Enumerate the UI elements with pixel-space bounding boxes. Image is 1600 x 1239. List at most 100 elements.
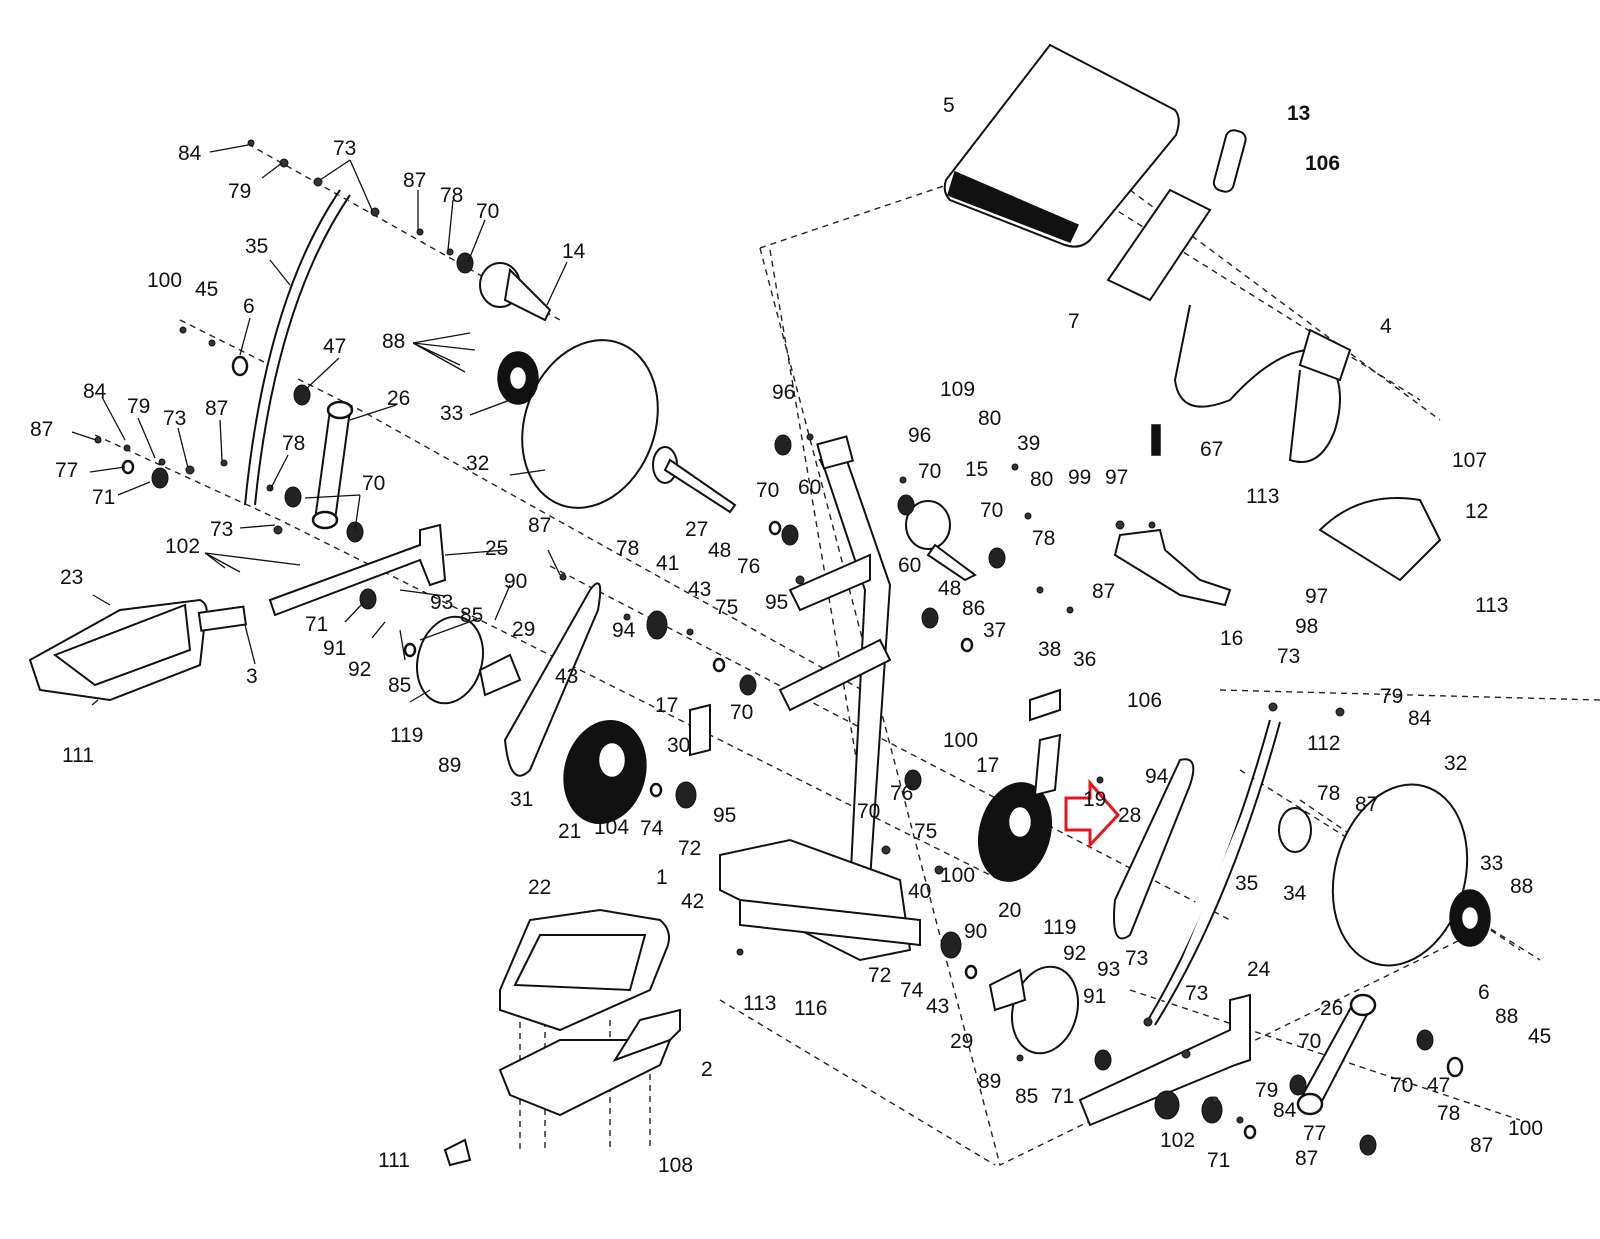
part-29-left-bracket[interactable] — [478, 653, 522, 697]
label-74[interactable]: 74 — [640, 817, 664, 840]
label-94[interactable]: 94 — [612, 619, 636, 642]
part-111-end-cap[interactable] — [443, 1138, 472, 1167]
part-17-left-bracket[interactable] — [689, 703, 711, 757]
label-95[interactable]: 95 — [765, 591, 788, 614]
part-4-handlebar[interactable] — [1173, 304, 1352, 463]
label-87[interactable]: 87 — [1470, 1134, 1493, 1157]
label-100[interactable]: 100 — [940, 864, 975, 887]
label-71[interactable]: 71 — [305, 613, 328, 636]
label-70[interactable]: 70 — [756, 479, 779, 502]
label-70[interactable]: 70 — [1390, 1074, 1413, 1097]
label-26[interactable]: 26 — [1320, 997, 1343, 1020]
label-21[interactable]: 21 — [558, 820, 581, 843]
part-14-pulley[interactable] — [479, 262, 552, 322]
label-60[interactable]: 60 — [898, 554, 921, 577]
label-70[interactable]: 70 — [476, 200, 499, 223]
label-96[interactable]: 96 — [772, 381, 795, 404]
label-35[interactable]: 35 — [1235, 872, 1258, 895]
label-80[interactable]: 80 — [978, 407, 1001, 430]
label-93[interactable]: 93 — [430, 591, 453, 614]
label-84[interactable]: 84 — [1273, 1099, 1297, 1122]
label-6[interactable]: 6 — [243, 295, 255, 318]
label-45[interactable]: 45 — [1528, 1025, 1551, 1048]
label-97[interactable]: 97 — [1305, 585, 1328, 608]
label-5[interactable]: 5 — [943, 94, 955, 117]
label-34[interactable]: 34 — [1283, 882, 1307, 905]
part-25-left-pedal-arm[interactable] — [268, 523, 447, 617]
label-24[interactable]: 24 — [1247, 958, 1271, 981]
label-75[interactable]: 75 — [715, 596, 738, 619]
part-17-right-bracket[interactable] — [1033, 733, 1062, 797]
label-78[interactable]: 78 — [616, 537, 639, 560]
part-26-left-link[interactable] — [311, 400, 354, 530]
label-33[interactable]: 33 — [440, 402, 463, 425]
label-84[interactable]: 84 — [83, 380, 107, 403]
label-77[interactable]: 77 — [1303, 1122, 1326, 1145]
part-24-right-pedal-arm[interactable] — [1078, 993, 1251, 1127]
label-119[interactable]: 119 — [1043, 916, 1076, 939]
label-86[interactable]: 86 — [962, 597, 985, 620]
label-72[interactable]: 72 — [678, 837, 701, 860]
part-35-left-arm[interactable] — [244, 189, 351, 506]
label-104[interactable]: 104 — [594, 816, 629, 839]
label-15[interactable]: 15 — [965, 458, 988, 481]
label-85[interactable]: 85 — [460, 604, 483, 627]
label-99[interactable]: 99 — [1068, 466, 1091, 489]
label-29[interactable]: 29 — [950, 1030, 973, 1053]
label-38[interactable]: 38 — [1038, 638, 1061, 661]
label-71[interactable]: 71 — [92, 486, 115, 509]
label-37[interactable]: 37 — [983, 619, 1006, 642]
label-116[interactable]: 116 — [794, 997, 827, 1020]
label-73[interactable]: 73 — [1125, 947, 1148, 970]
label-111[interactable]: 111 — [378, 1149, 410, 1172]
label-97[interactable]: 97 — [1105, 466, 1128, 489]
label-94[interactable]: 94 — [1145, 765, 1169, 788]
label-87[interactable]: 87 — [1092, 580, 1115, 603]
label-29[interactable]: 29 — [512, 618, 535, 641]
label-4[interactable]: 4 — [1380, 315, 1392, 338]
label-26[interactable]: 26 — [387, 387, 410, 410]
label-92[interactable]: 92 — [348, 658, 371, 681]
label-84[interactable]: 84 — [1408, 707, 1432, 730]
part-35-right-arm[interactable] — [1144, 719, 1281, 1026]
label-87[interactable]: 87 — [528, 514, 551, 537]
label-95[interactable]: 95 — [713, 804, 736, 827]
label-19[interactable]: 19 — [1083, 788, 1106, 811]
label-25[interactable]: 25 — [485, 537, 508, 560]
label-17[interactable]: 17 — [976, 754, 999, 777]
part-16-bracket[interactable] — [1113, 528, 1232, 607]
label-84[interactable]: 84 — [178, 142, 202, 165]
label-113[interactable]: 113 — [743, 992, 776, 1015]
label-113[interactable]: 113 — [1246, 485, 1279, 508]
label-70[interactable]: 70 — [362, 472, 385, 495]
label-32[interactable]: 32 — [466, 452, 489, 475]
part-29-right-bracket[interactable] — [988, 968, 1027, 1012]
label-33[interactable]: 33 — [1480, 852, 1503, 875]
label-113[interactable]: 113 — [1475, 594, 1508, 617]
part-28-belt[interactable] — [1113, 758, 1195, 940]
label-48[interactable]: 48 — [708, 539, 731, 562]
label-78[interactable]: 78 — [440, 184, 463, 207]
label-88[interactable]: 88 — [382, 330, 405, 353]
label-70[interactable]: 70 — [857, 800, 880, 823]
label-42[interactable]: 42 — [681, 890, 704, 913]
label-108[interactable]: 108 — [658, 1154, 693, 1177]
label-17[interactable]: 17 — [655, 694, 678, 717]
part-36-bracket[interactable] — [1029, 688, 1061, 722]
label-109[interactable]: 109 — [940, 378, 975, 401]
label-102[interactable]: 102 — [165, 535, 200, 558]
part-22-right-pedal[interactable] — [498, 908, 672, 1117]
label-93[interactable]: 93 — [1097, 958, 1120, 981]
part-33-left-hub[interactable] — [497, 351, 539, 405]
label-87[interactable]: 87 — [1295, 1147, 1318, 1170]
label-2[interactable]: 2 — [701, 1058, 713, 1081]
label-31[interactable]: 31 — [510, 788, 533, 811]
label-80[interactable]: 80 — [1030, 468, 1053, 491]
label-36[interactable]: 36 — [1073, 648, 1096, 671]
part-34-hub[interactable] — [1278, 807, 1312, 853]
label-47[interactable]: 47 — [323, 335, 346, 358]
label-28[interactable]: 28 — [1118, 804, 1141, 827]
label-90[interactable]: 90 — [504, 570, 527, 593]
label-89[interactable]: 89 — [438, 754, 461, 777]
label-78[interactable]: 78 — [1437, 1102, 1460, 1125]
